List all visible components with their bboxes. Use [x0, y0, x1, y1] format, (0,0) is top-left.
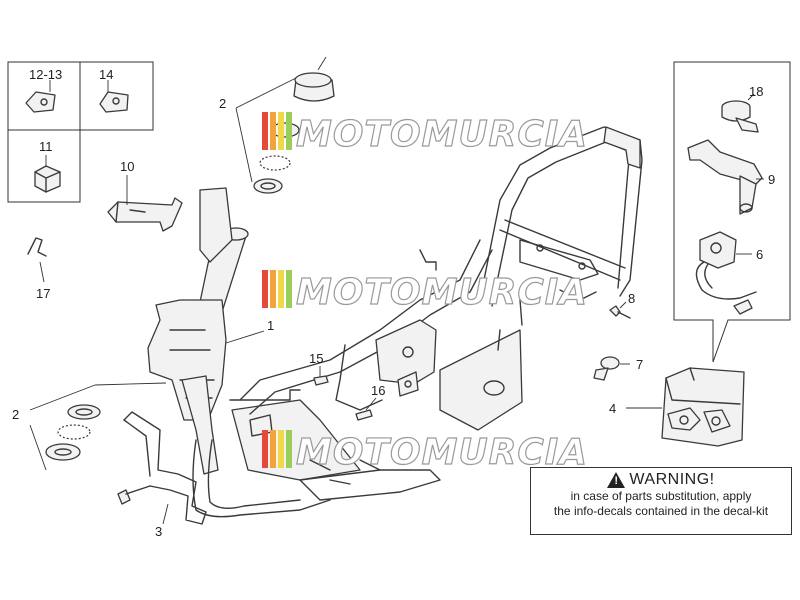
part-2-lower-bearing-set[interactable] [29, 382, 167, 471]
part-8-screw[interactable] [609, 301, 631, 319]
lock-parts-box [673, 61, 791, 363]
watermark-text: MOTOMURCIA [296, 272, 588, 313]
part-1-main-frame[interactable] [147, 126, 643, 518]
label-8: 8 [628, 291, 635, 306]
part-15-pin[interactable] [313, 366, 329, 386]
warning-triangle-icon: ! [607, 472, 626, 488]
warning-header: ! WARNING! [531, 471, 791, 489]
label-2-upper: 2 [219, 96, 226, 111]
part-7-keys[interactable] [593, 356, 630, 381]
part-17-clip[interactable] [27, 237, 47, 283]
label-3: 3 [155, 524, 162, 539]
part-12-13-clip[interactable] [25, 80, 56, 113]
part-9-lock-cylinder[interactable] [687, 139, 764, 215]
label-15: 15 [309, 351, 323, 366]
label-14: 14 [99, 67, 113, 82]
watermark-top: MOTOMURCIA [262, 112, 588, 156]
watermark-text: MOTOMURCIA [296, 114, 588, 155]
part-10-bracket[interactable] [107, 175, 183, 232]
label-10: 10 [120, 159, 134, 174]
warning-line-2: the info-decals contained in the decal-k… [553, 504, 769, 518]
label-12-13: 12-13 [29, 67, 62, 82]
label-7: 7 [636, 357, 643, 372]
watermark-text: MOTOMURCIA [296, 432, 588, 473]
label-1: 1 [267, 318, 274, 333]
label-4: 4 [609, 401, 616, 416]
label-11: 11 [39, 139, 53, 154]
part-14-clip[interactable] [99, 80, 129, 113]
clip-parts-box [7, 61, 154, 203]
part-11-nut[interactable] [34, 155, 61, 193]
label-6: 6 [756, 247, 763, 262]
label-9: 9 [768, 172, 775, 187]
label-18: 18 [749, 84, 763, 99]
warning-notice: ! WARNING! in case of parts substitution… [530, 467, 792, 535]
part-6-ignition-switch[interactable] [695, 231, 757, 315]
watermark-middle: MOTOMURCIA [262, 270, 588, 314]
label-17: 17 [36, 286, 50, 301]
label-2-lower: 2 [12, 407, 19, 422]
label-16: 16 [371, 383, 385, 398]
watermark-bottom: MOTOMURCIA [262, 430, 588, 474]
warning-line-1: in case of parts substitution, apply [570, 489, 752, 503]
warning-title: WARNING! [629, 471, 715, 488]
part-4-lock-kit-bag[interactable] [626, 367, 745, 447]
part-18-cap[interactable] [721, 93, 759, 133]
part-3-stand-bracket[interactable] [117, 411, 207, 525]
part-16-pin[interactable] [355, 397, 377, 421]
